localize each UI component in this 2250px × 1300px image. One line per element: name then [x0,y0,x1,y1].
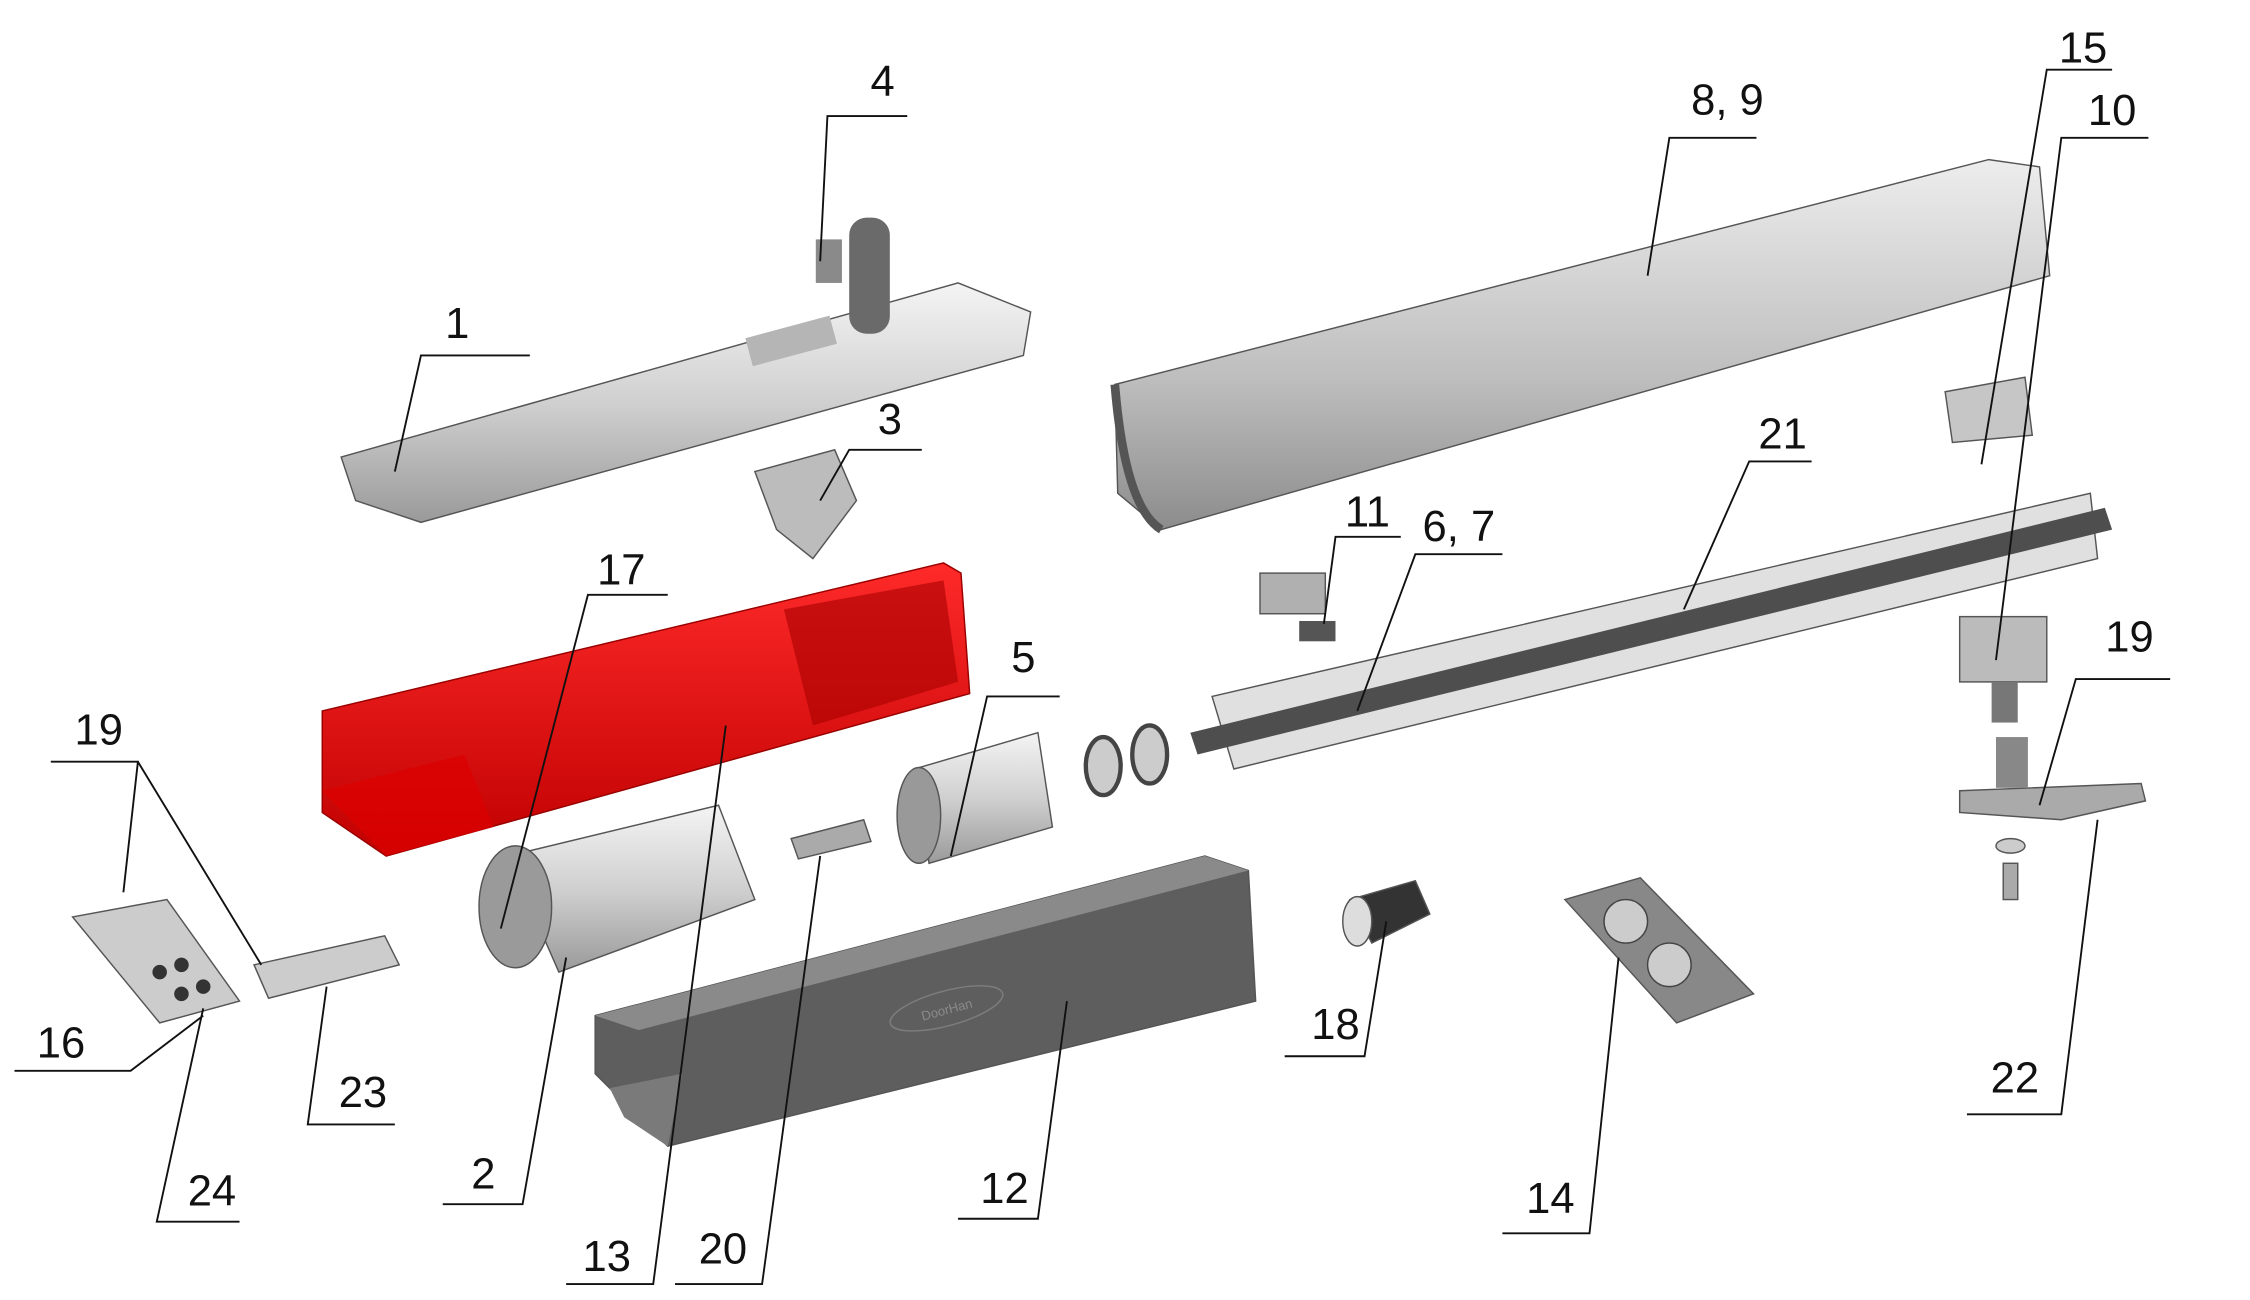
leader-line-22 [1966,819,2099,1116]
leader-line-6-7 [1356,553,1503,712]
part-20-shaft [790,818,872,860]
part-2-motor [478,804,756,974]
label-part-18: 18 [1311,1001,1359,1049]
label-part-13: 13 [583,1233,631,1281]
part-10-carriage [1958,615,2048,723]
part-4-key [815,217,890,334]
leader-line-18 [1284,921,1388,1058]
leader-line-20 [675,855,822,1285]
label-part-21: 21 [1758,410,1806,458]
leader-line-14 [1502,957,1620,1235]
part-1-top-cover [340,282,1032,524]
label-part-11: 11 [1345,489,1390,537]
leader-line-5 [949,695,1060,857]
label-part-19-right: 19 [2105,613,2153,661]
leader-line-11 [1322,535,1401,625]
part-labels: 1 4 8, 9 15 10 3 17 11 6, 7 21 5 19 19 1… [37,24,2154,1281]
label-part-15: 15 [2059,24,2107,72]
leader-line-8-9 [1646,136,1757,276]
part-21-screw-rail [1190,492,2113,770]
leader-line-10 [1995,136,2149,661]
leader-line-23 [306,986,395,1126]
label-part-6-7: 6, 7 [1423,503,1496,551]
leader-line-16 [14,1014,204,1072]
label-part-2: 2 [471,1150,495,1198]
leader-line-17 [499,593,668,929]
label-part-16: 16 [37,1020,85,1068]
leader-line-24 [155,1008,240,1223]
label-part-1: 1 [445,300,469,348]
part-18-capacitor [1342,879,1431,947]
label-part-14: 14 [1526,1175,1574,1223]
leader-line-12 [958,1000,1068,1220]
part-14-cable-holder [1563,876,1755,1024]
part-3-bracket [753,448,858,560]
leader-line-13 [566,725,727,1285]
leader-line-4 [819,115,908,262]
label-part-3: 3 [878,396,902,444]
leader-lines [14,68,2171,1285]
label-part-12: 12 [980,1165,1028,1213]
leader-line-15 [1980,68,2113,465]
part-23-lever [253,934,401,1000]
leader-line-19-left [50,760,263,966]
label-part-23: 23 [339,1069,387,1117]
label-part-8-9: 8, 9 [1691,77,1764,125]
bearing-rings [1083,723,1170,798]
leader-line-19-right [2038,678,2171,806]
part-17-housing-highlighted [321,562,971,857]
leader-line-1 [393,354,530,472]
label-part-19-left: 19 [75,706,123,754]
label-part-10: 10 [2088,87,2136,135]
part-5-gear [896,731,1054,865]
part-11-switch [1259,572,1336,642]
leader-line-3 [819,448,922,502]
part-16-24-plate [71,898,241,1024]
label-part-20: 20 [699,1226,747,1274]
part-15-clip [1944,376,2034,444]
part-19-22-bracket [1958,737,2147,901]
label-part-22: 22 [1991,1055,2039,1103]
leader-line-2 [442,957,568,1206]
part-8-9-cover [1110,158,2051,534]
leader-line-21 [1683,460,1812,610]
label-part-24: 24 [188,1168,236,1216]
label-part-17: 17 [597,547,645,595]
label-part-4: 4 [870,58,894,106]
part-12-base: DoorHan [594,855,1257,1148]
label-part-5: 5 [1011,634,1035,682]
